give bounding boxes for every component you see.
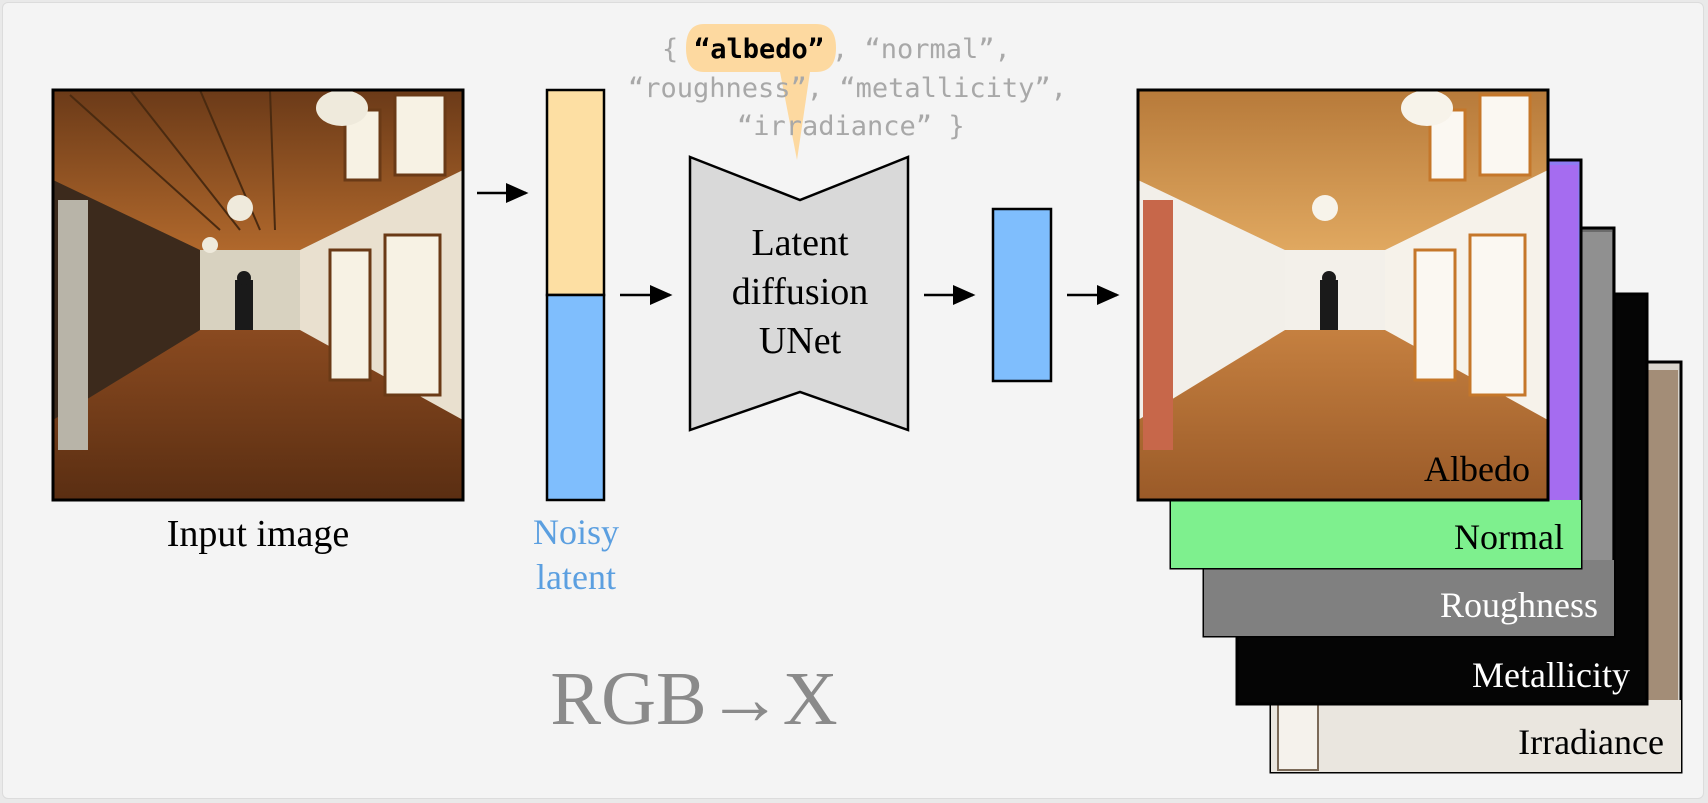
output-albedo-border xyxy=(1136,88,1550,502)
unet-label-line3: UNet xyxy=(759,320,842,362)
prompt-options: { “albedo” , “normal”, “roughness”, “met… xyxy=(628,24,1067,160)
output-albedo xyxy=(1138,90,1548,500)
diagram-title: RGB→X xyxy=(550,657,837,741)
output-latent-bar xyxy=(991,207,1053,383)
input-image-label: Input image xyxy=(167,513,350,555)
unet-label-line1: Latent xyxy=(751,222,849,264)
unet-block xyxy=(688,155,910,432)
selected-prompt-highlight xyxy=(686,24,836,160)
prompt-line1-rest: , “normal”, xyxy=(832,34,1011,65)
noisy-latent-label-line2: latent xyxy=(536,557,616,597)
prompt-open-brace: { xyxy=(662,34,678,65)
output-irradiance-label: Irradiance xyxy=(1518,722,1664,762)
input-image-border xyxy=(51,88,465,502)
noisy-latent-bar xyxy=(545,88,606,502)
prompt-selected-albedo: “albedo” xyxy=(694,34,824,65)
prompt-line2: “roughness”, “metallicity”, xyxy=(628,73,1067,104)
input-image xyxy=(53,90,463,500)
noisy-latent-label-line1: Noisy xyxy=(533,512,619,552)
output-metallicity-label: Metallicity xyxy=(1472,655,1630,695)
output-albedo-label: Albedo xyxy=(1424,449,1530,489)
unet-label-line2: diffusion xyxy=(732,271,869,313)
output-normal-label: Normal xyxy=(1454,517,1564,557)
output-roughness-label: Roughness xyxy=(1440,585,1598,625)
prompt-line3: “irradiance” } xyxy=(737,111,965,142)
